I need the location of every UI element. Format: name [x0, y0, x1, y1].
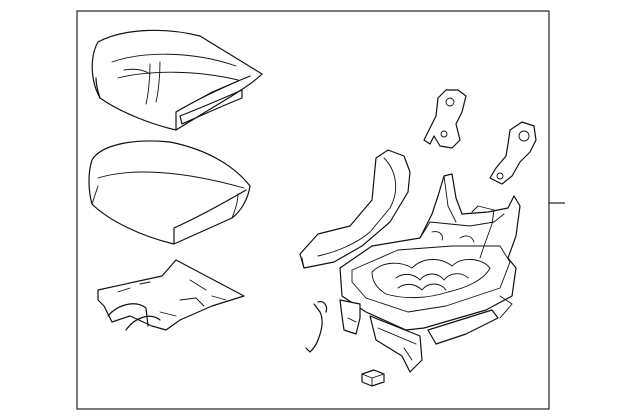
seat-heater-mat-icon	[97, 259, 245, 331]
seat-cushion-cover-icon	[88, 140, 251, 245]
clip-icon	[361, 369, 385, 387]
recliner-bracket-icon	[489, 121, 537, 185]
side-trim-shield-icon	[299, 149, 411, 269]
diagram-frame	[76, 10, 550, 410]
recliner-cover-icon	[423, 89, 467, 149]
wire-harness-icon	[305, 301, 328, 353]
seat-cushion-pad-icon	[91, 29, 263, 131]
seat-frame-assembly-icon	[339, 173, 521, 373]
